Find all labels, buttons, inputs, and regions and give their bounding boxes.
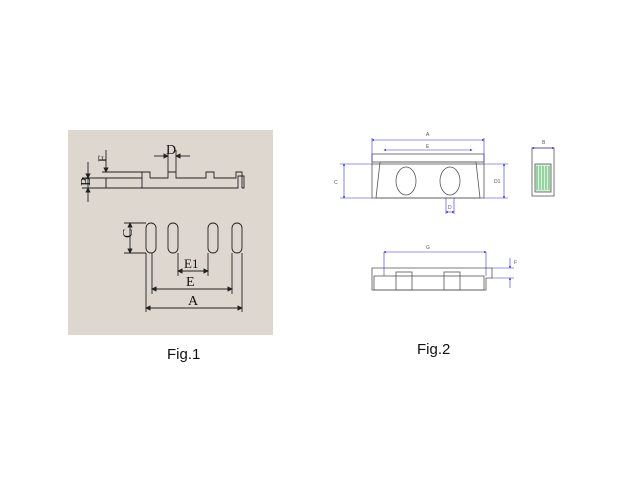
fig2-label-D: D (448, 205, 452, 211)
label-E: E (186, 275, 195, 290)
figure-2-drawing: A B C E D1 D G F (334, 132, 555, 291)
figure-2-panel: A B C E D1 D G F (328, 128, 573, 303)
figure-1-drawing: D F B C E1 E A (79, 143, 245, 312)
slot-2 (167, 222, 179, 254)
fig2-label-F: F (514, 260, 517, 266)
front-view-body (371, 267, 493, 291)
fig2-label-E: E (426, 144, 430, 150)
slot-3 (207, 222, 219, 254)
top-view-hole-left (395, 166, 417, 196)
label-E1: E1 (184, 256, 198, 271)
label-D: D (166, 143, 176, 158)
fig2-label-D1: D1 (494, 179, 501, 185)
fig2-label-C: C (334, 180, 338, 186)
figure-2-caption: Fig.2 (417, 341, 451, 358)
top-view-hole-right (439, 166, 461, 196)
label-A: A (188, 294, 199, 309)
slot-4 (231, 222, 243, 254)
fig2-label-B: B (542, 140, 546, 146)
top-view-body (371, 163, 485, 199)
side-view-profile (106, 175, 245, 189)
fig2-label-G: G (426, 245, 430, 251)
fig2-label-A: A (426, 132, 430, 138)
figure-1-panel: D F B C E1 E A (68, 130, 273, 335)
slot-1 (145, 222, 157, 254)
label-C: C (121, 229, 136, 238)
figure-1-caption: Fig.1 (167, 346, 201, 363)
label-F: F (95, 155, 109, 162)
label-B: B (79, 177, 94, 186)
